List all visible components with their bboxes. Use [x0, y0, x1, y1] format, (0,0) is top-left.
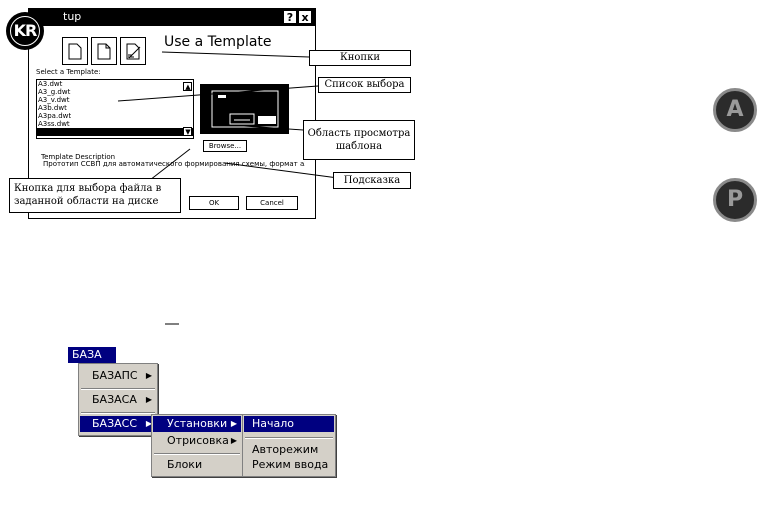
- menu-item-bloki[interactable]: Блоки: [167, 458, 203, 471]
- wizard-page-icon: [126, 43, 141, 60]
- a-letter-icon: A: [713, 88, 757, 132]
- list-item-selected[interactable]: A3sp.dwt: [37, 128, 193, 136]
- browse-button[interactable]: Browse...: [203, 140, 247, 152]
- list-item[interactable]: A3pa.dwt: [38, 112, 72, 120]
- menu-baza: БАЗАПС ▶ БАЗАСА ▶ БАЗАСС ▶: [78, 363, 158, 436]
- submenu-arrow-icon: ▶: [145, 395, 152, 404]
- menu-item-bazasa[interactable]: БАЗАСА ▶: [92, 393, 152, 406]
- scroll-down-button[interactable]: ▼: [183, 127, 192, 136]
- template-listbox[interactable]: A3.dwt A3_g.dwt A3_v.dwt A3b.dwt A3pa.dw…: [36, 79, 194, 139]
- menu-item-nachalo[interactable]: Начало: [244, 416, 334, 432]
- submenu-ustanovki: Начало Авторежим Режим ввода: [242, 414, 336, 477]
- callout-hint: Подсказка: [333, 172, 411, 189]
- submenu-arrow-icon: ▶: [230, 436, 237, 445]
- menu-title-baza[interactable]: БАЗА: [68, 347, 116, 363]
- menu-item-ustanovki[interactable]: Установки ▶: [153, 416, 241, 432]
- cancel-button[interactable]: Cancel: [246, 196, 298, 210]
- submenu-arrow-icon: ▶: [230, 419, 237, 428]
- dialog-heading: Use a Template: [164, 34, 272, 50]
- blank-page-icon: [68, 43, 82, 60]
- list-item[interactable]: A3_g.dwt: [38, 88, 71, 96]
- tab-start-scratch[interactable]: [62, 37, 88, 65]
- submenu-arrow-icon: ▶: [145, 419, 152, 428]
- callout-preview: Область просмотра шаблона: [303, 120, 415, 160]
- tab-use-wizard[interactable]: [120, 37, 146, 65]
- app-logo-icon: KR: [6, 12, 44, 50]
- list-item[interactable]: A3.dwt: [38, 80, 63, 88]
- scroll-up-button[interactable]: ▲: [183, 82, 192, 91]
- tab-use-template[interactable]: [91, 37, 117, 65]
- menu-item-avtorezhim[interactable]: Авторежим: [252, 443, 319, 456]
- menu-item-otrisovka[interactable]: Отрисовка ▶: [167, 434, 237, 447]
- callout-buttons: Кнопки: [309, 50, 411, 66]
- menu-item-rezhim-vvoda[interactable]: Режим ввода: [252, 458, 329, 471]
- menu-item-bazass[interactable]: БАЗАСС ▶: [80, 416, 156, 432]
- dialog-title: tup: [63, 10, 82, 23]
- template-description-text: Прототип ССВП для автоматического формир…: [43, 160, 305, 168]
- template-page-icon: [97, 43, 111, 60]
- submenu-arrow-icon: ▶: [145, 371, 152, 380]
- p-letter-icon: P: [713, 178, 757, 222]
- select-template-label: Select a Template:: [36, 68, 101, 76]
- list-item[interactable]: A3ss.dwt: [38, 120, 70, 128]
- dialog-titlebar[interactable]: tup ? x: [29, 9, 315, 26]
- callout-list: Список выбора: [318, 77, 411, 93]
- close-button[interactable]: x: [298, 10, 312, 24]
- list-item[interactable]: A3_v.dwt: [38, 96, 70, 104]
- menu-item-bazaps[interactable]: БАЗАПС ▶: [92, 369, 152, 382]
- list-item[interactable]: A3b.dwt: [38, 104, 67, 112]
- help-button[interactable]: ?: [283, 10, 297, 24]
- callout-file-button: Кнопка для выбора файла в заданной облас…: [9, 178, 181, 213]
- submenu-bazass: Установки ▶ Отрисовка ▶ Блоки: [151, 414, 243, 477]
- template-description-label: Template Description: [41, 153, 116, 161]
- ok-button[interactable]: OK: [189, 196, 239, 210]
